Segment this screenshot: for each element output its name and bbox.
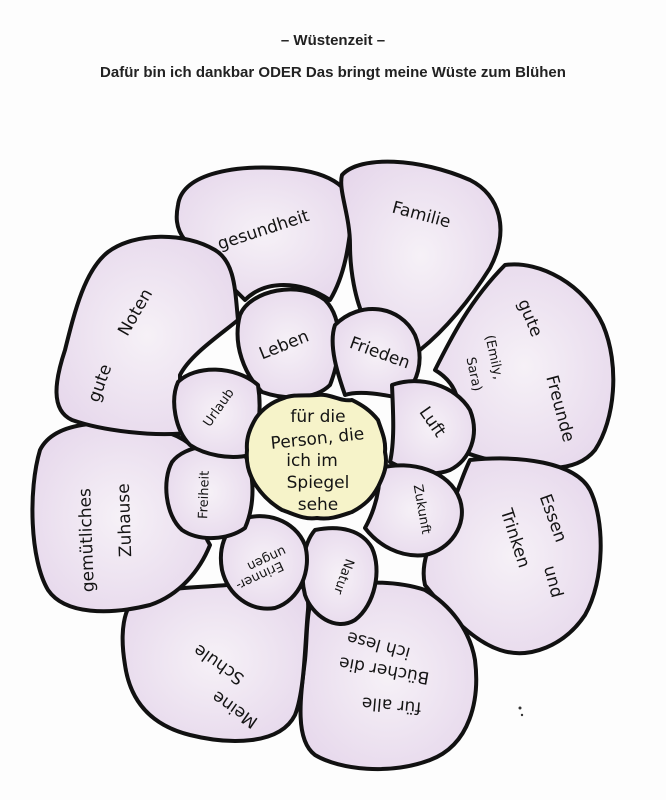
label-zuhause-2: Zuhause [114, 483, 137, 557]
flower-center [244, 392, 389, 521]
pencil-dot [518, 706, 522, 710]
pencil-dot [520, 713, 524, 717]
center-line-5: sehe [298, 495, 339, 515]
inner-petal-erinnerungen [219, 514, 309, 611]
center-line-3: ich im [286, 451, 338, 471]
label-friends-names-2: Sara) [462, 356, 484, 393]
label-zuhause-1: gemütliches [75, 488, 99, 593]
label-freiheit: Freiheit [196, 471, 213, 520]
page-subtitle: Dafür bin ich dankbar ODER Das bringt me… [100, 64, 566, 81]
petal-familie [339, 159, 503, 352]
inner-petal-zukunft [363, 463, 464, 558]
center-line-4: Spiegel [287, 473, 350, 493]
center-line-1: für die [290, 407, 345, 427]
inner-petal-leben [235, 287, 341, 400]
page-title: – Wüstenzeit – [280, 32, 386, 49]
inner-petal-luft [388, 379, 476, 476]
